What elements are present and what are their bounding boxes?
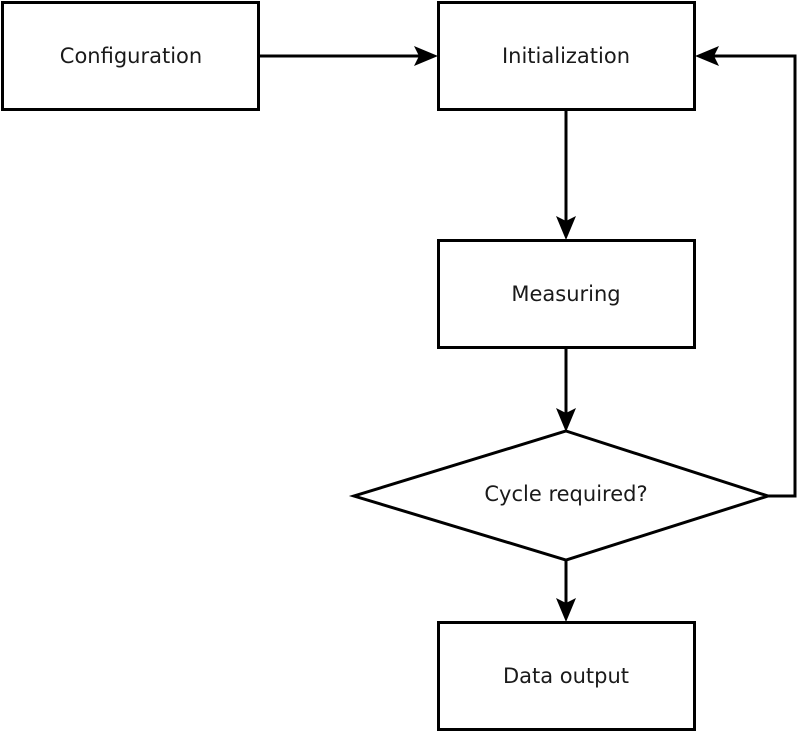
edge-measuring-to-cycle-required bbox=[556, 348, 576, 432]
edge-initialization-to-measuring bbox=[556, 111, 576, 240]
node-cycle-required-shape[interactable] bbox=[348, 429, 773, 562]
arrow-head-icon bbox=[556, 216, 576, 240]
node-data-output[interactable]: Data output bbox=[437, 621, 696, 731]
node-initialization-shape[interactable] bbox=[437, 1, 696, 111]
edge-cycle-required-to-data-output bbox=[556, 559, 576, 622]
edge-cycle-required-to-initialization bbox=[695, 46, 797, 498]
node-initialization[interactable]: Initialization bbox=[437, 1, 696, 111]
node-data-output-shape[interactable] bbox=[437, 621, 696, 731]
arrow-head-icon bbox=[556, 598, 576, 622]
edge-configuration-to-initialization bbox=[259, 46, 438, 66]
node-measuring-shape[interactable] bbox=[437, 239, 696, 349]
arrow-head-icon bbox=[695, 46, 719, 66]
node-configuration[interactable]: Configuration bbox=[1, 1, 260, 111]
arrow-head-icon bbox=[414, 46, 438, 66]
node-cycle-required-label: Cycle required? bbox=[484, 482, 647, 506]
arrow-head-icon bbox=[556, 408, 576, 432]
node-measuring-label: Measuring bbox=[511, 282, 620, 306]
edge-line bbox=[709, 54, 797, 498]
node-measuring[interactable]: Measuring bbox=[437, 239, 696, 349]
node-data-output-label: Data output bbox=[503, 664, 629, 688]
node-cycle-required[interactable]: Cycle required? bbox=[348, 429, 773, 562]
node-configuration-label: Configuration bbox=[60, 44, 202, 68]
node-configuration-shape[interactable] bbox=[1, 1, 260, 111]
node-initialization-label: Initialization bbox=[502, 44, 630, 68]
